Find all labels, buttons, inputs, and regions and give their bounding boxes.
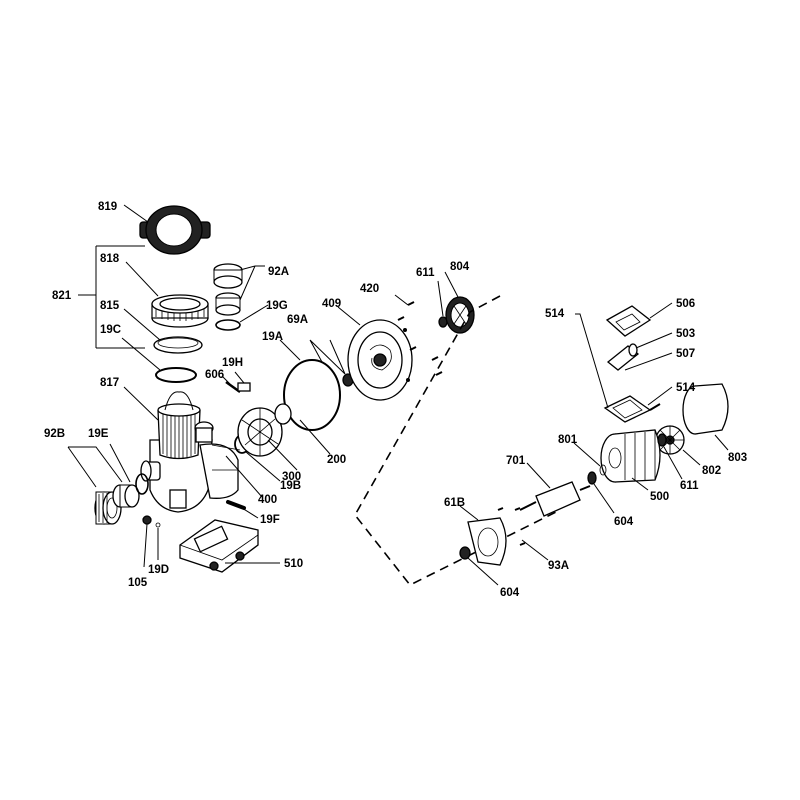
capacitor-503 bbox=[606, 343, 640, 371]
strainer-basket-817 bbox=[157, 391, 214, 460]
label-514-top: 514 bbox=[545, 308, 565, 320]
label-821: 821 bbox=[52, 290, 72, 302]
label-611-top: 611 bbox=[416, 267, 435, 279]
label-19G: 19G bbox=[266, 300, 288, 312]
base-510 bbox=[179, 519, 259, 573]
label-818: 818 bbox=[100, 253, 120, 265]
bearing-604-top bbox=[587, 471, 597, 485]
label-420: 420 bbox=[360, 283, 379, 295]
label-19E: 19E bbox=[88, 428, 109, 440]
label-804: 804 bbox=[450, 261, 470, 273]
label-500: 500 bbox=[650, 491, 669, 503]
fan-802 bbox=[655, 425, 685, 455]
label-409: 409 bbox=[322, 298, 341, 310]
motor-500 bbox=[600, 429, 661, 483]
lock-ring-819 bbox=[139, 205, 211, 255]
diffuser-300 bbox=[237, 407, 283, 457]
label-19A: 19A bbox=[262, 331, 283, 343]
label-611-bottom: 611 bbox=[680, 480, 699, 492]
threaded-ring-818 bbox=[151, 294, 209, 328]
label-817: 817 bbox=[100, 377, 119, 389]
label-61B: 61B bbox=[444, 497, 465, 509]
tail-19E bbox=[112, 484, 140, 508]
label-19D: 19D bbox=[148, 564, 169, 576]
o-ring-19A bbox=[283, 359, 341, 431]
cover-804 bbox=[445, 296, 475, 334]
seal-200 bbox=[274, 403, 292, 425]
terminal-box-514 bbox=[603, 395, 661, 423]
label-819: 819 bbox=[98, 201, 117, 213]
leader-lines bbox=[67, 204, 729, 586]
label-815: 815 bbox=[100, 300, 120, 312]
label-105: 105 bbox=[128, 577, 148, 589]
terminal-box-lid-506 bbox=[605, 305, 652, 337]
union-92B bbox=[94, 491, 122, 525]
label-802: 802 bbox=[702, 465, 721, 477]
bearing-604-bottom bbox=[459, 546, 471, 560]
label-803: 803 bbox=[728, 452, 747, 464]
pump-body-400 bbox=[140, 439, 241, 513]
label-400: 400 bbox=[258, 494, 277, 506]
washer-801 bbox=[599, 464, 607, 476]
label-300: 300 bbox=[282, 471, 301, 483]
pin-19F bbox=[226, 500, 246, 510]
label-69A: 69A bbox=[287, 314, 308, 326]
screws-93A bbox=[497, 507, 526, 546]
label-801: 801 bbox=[558, 434, 578, 446]
label-19H: 19H bbox=[222, 357, 243, 369]
label-506: 506 bbox=[676, 298, 695, 310]
o-ring-19E-ring bbox=[135, 473, 149, 495]
rotor-701 bbox=[519, 481, 591, 517]
fan-cover-803 bbox=[682, 383, 729, 435]
screws-420 bbox=[397, 301, 443, 376]
label-604-bottom: 604 bbox=[500, 587, 520, 599]
label-19B: 19B bbox=[280, 480, 301, 492]
label-92A: 92A bbox=[268, 266, 289, 278]
label-93A: 93A bbox=[548, 560, 569, 572]
label-510: 510 bbox=[284, 558, 303, 570]
drain-plug-105 bbox=[142, 515, 152, 525]
label-19C: 19C bbox=[100, 324, 121, 336]
label-514-bottom: 514 bbox=[676, 382, 696, 394]
flange-61B bbox=[467, 517, 507, 566]
o-ring-19D-ring bbox=[155, 522, 161, 528]
o-ring-19C bbox=[155, 367, 197, 383]
label-19F: 19F bbox=[260, 514, 280, 526]
clip-19H bbox=[237, 382, 251, 392]
motor-assembly-outline bbox=[354, 295, 561, 587]
label-606: 606 bbox=[205, 369, 224, 381]
o-ring-19G bbox=[215, 319, 241, 331]
label-92B: 92B bbox=[44, 428, 65, 440]
lid-815 bbox=[153, 336, 203, 354]
label-503: 503 bbox=[676, 328, 695, 340]
label-701: 701 bbox=[506, 455, 526, 467]
seal-plate-409 bbox=[347, 319, 413, 401]
label-200: 200 bbox=[327, 454, 346, 466]
union-92A bbox=[213, 263, 243, 316]
bearing-611-bottom bbox=[657, 433, 667, 447]
label-507: 507 bbox=[676, 348, 695, 360]
label-604-top: 604 bbox=[614, 516, 634, 528]
